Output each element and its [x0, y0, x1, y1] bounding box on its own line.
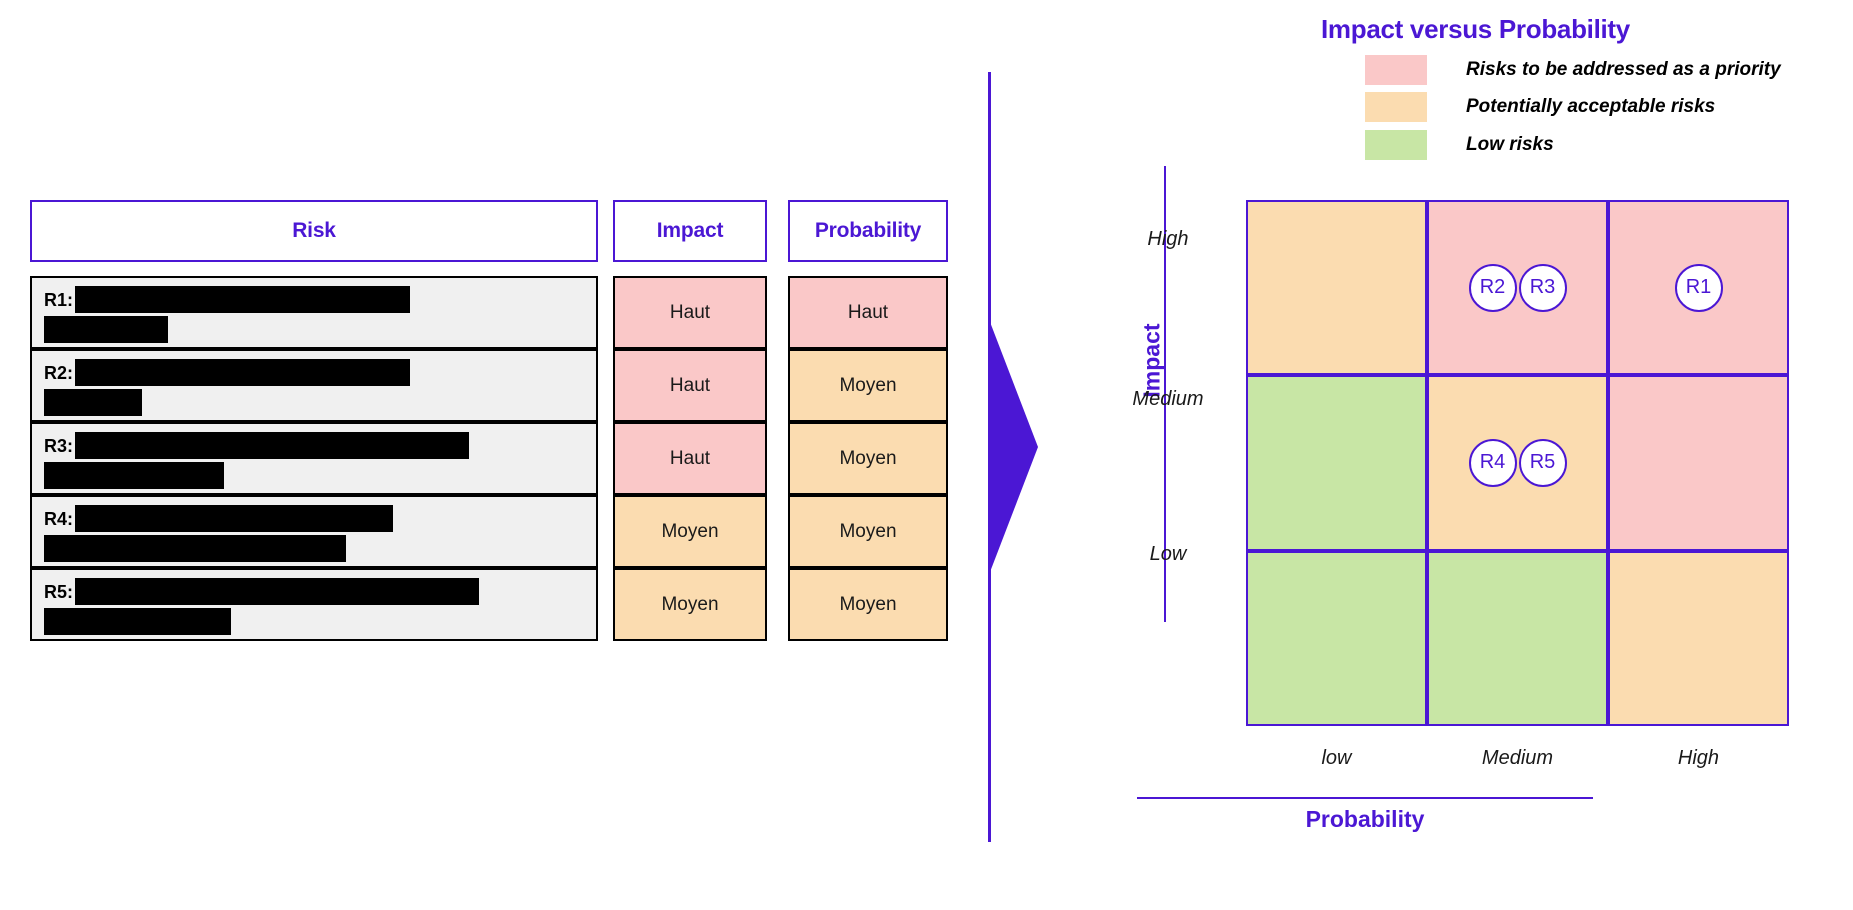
- impact-value-cell: Moyen: [613, 495, 767, 568]
- probability-value-cell: Moyen: [788, 349, 948, 422]
- matrix-cell: [1427, 550, 1608, 726]
- risk-description-cell: R2:: [30, 349, 598, 422]
- matrix-cell: [1608, 375, 1789, 551]
- x-axis-tick-label: High: [1677, 747, 1720, 769]
- risk-line-primary: R5:: [44, 578, 480, 605]
- table-row: R4: Moyen Moyen: [30, 495, 950, 568]
- x-axis-label: Probability: [1305, 806, 1425, 832]
- redacted-text-bar: [44, 316, 168, 343]
- risk-id-label: R5:: [44, 581, 74, 602]
- risk-description-cell: R5:: [30, 568, 598, 641]
- redacted-text-bar: [75, 286, 411, 313]
- table-header-row: Risk Impact Probability: [30, 200, 950, 262]
- risk-bubble-r4[interactable]: R4: [1468, 438, 1517, 487]
- table-row: R5: Moyen Moyen: [30, 568, 950, 641]
- probability-value-cell: Moyen: [788, 568, 948, 641]
- redacted-text-bar: [44, 389, 142, 416]
- risk-line-secondary: [44, 608, 231, 635]
- risk-description-cell: R4:: [30, 495, 598, 568]
- impact-value-cell: Haut: [613, 276, 767, 349]
- risk-line-primary: R1:: [44, 286, 411, 313]
- matrix-title: Impact versus Probability: [1321, 14, 1630, 44]
- probability-value-cell: Moyen: [788, 495, 948, 568]
- risk-id-label: R1:: [44, 289, 74, 310]
- risk-bubble-r5[interactable]: R5: [1518, 438, 1567, 487]
- legend-swatch: [1365, 92, 1427, 122]
- matrix-cell: [1427, 200, 1608, 376]
- risk-line-secondary: [44, 535, 346, 562]
- flow-arrow-icon: [990, 322, 1038, 572]
- impact-value-cell: Haut: [613, 349, 767, 422]
- redacted-text-bar: [75, 505, 394, 532]
- risk-bubble-r3[interactable]: R3: [1518, 263, 1567, 312]
- matrix-cell: [1246, 375, 1427, 551]
- panel-divider: [988, 72, 991, 842]
- risk-line-secondary: [44, 462, 224, 489]
- table-row: R1: Haut Haut: [30, 276, 950, 349]
- table-row: R2: Haut Moyen: [30, 349, 950, 422]
- impact-probability-matrix-panel: Impact versus Probability Risks to be ad…: [1100, 0, 1853, 910]
- risk-description-cell: R3:: [30, 422, 598, 495]
- redacted-text-bar: [75, 359, 411, 386]
- risk-id-label: R2:: [44, 362, 74, 383]
- redacted-text-bar: [44, 608, 231, 635]
- legend-swatch: [1365, 130, 1427, 160]
- probability-value-cell: Moyen: [788, 422, 948, 495]
- column-header-probability: Probability: [788, 200, 948, 262]
- column-header-impact: Impact: [613, 200, 767, 262]
- x-axis-tick-label: Medium: [1481, 747, 1554, 769]
- legend-label: Potentially acceptable risks: [1466, 96, 1716, 117]
- column-header-risk: Risk: [30, 200, 598, 262]
- redacted-text-bar: [44, 535, 346, 562]
- redacted-text-bar: [75, 432, 470, 459]
- risk-line-secondary: [44, 389, 142, 416]
- matrix-cell: [1246, 550, 1427, 726]
- risk-matrix-grid: [1246, 200, 1789, 726]
- y-axis-tick-label: High: [1147, 228, 1189, 250]
- risk-description-cell: R1:: [30, 276, 598, 349]
- y-axis-label: Impact: [1138, 323, 1165, 398]
- risk-id-label: R3:: [44, 435, 74, 456]
- risk-bubble-r2[interactable]: R2: [1468, 263, 1517, 312]
- matrix-cell: [1427, 375, 1608, 551]
- legend-swatch: [1365, 55, 1427, 85]
- x-axis-line: [1137, 797, 1593, 799]
- probability-value-cell: Haut: [788, 276, 948, 349]
- risk-line-primary: R4:: [44, 505, 394, 532]
- y-axis-line: [1164, 166, 1166, 622]
- matrix-cell: [1608, 550, 1789, 726]
- impact-value-cell: Haut: [613, 422, 767, 495]
- matrix-cell: [1246, 200, 1427, 376]
- redacted-text-bar: [44, 462, 224, 489]
- risk-id-label: R4:: [44, 508, 74, 529]
- impact-value-cell: Moyen: [613, 568, 767, 641]
- y-axis-tick-label: Low: [1149, 543, 1187, 565]
- risk-line-secondary: [44, 316, 168, 343]
- risk-bubble-r1[interactable]: R1: [1674, 263, 1723, 312]
- x-axis-tick-label: low: [1321, 747, 1352, 769]
- legend-label: Risks to be addressed as a priority: [1466, 59, 1781, 80]
- risk-line-primary: R2:: [44, 359, 411, 386]
- risk-line-primary: R3:: [44, 432, 470, 459]
- y-axis-tick-label: Medium: [1132, 388, 1204, 410]
- legend-label: Low risks: [1466, 134, 1554, 155]
- redacted-text-bar: [75, 578, 480, 605]
- table-row: R3: Haut Moyen: [30, 422, 950, 495]
